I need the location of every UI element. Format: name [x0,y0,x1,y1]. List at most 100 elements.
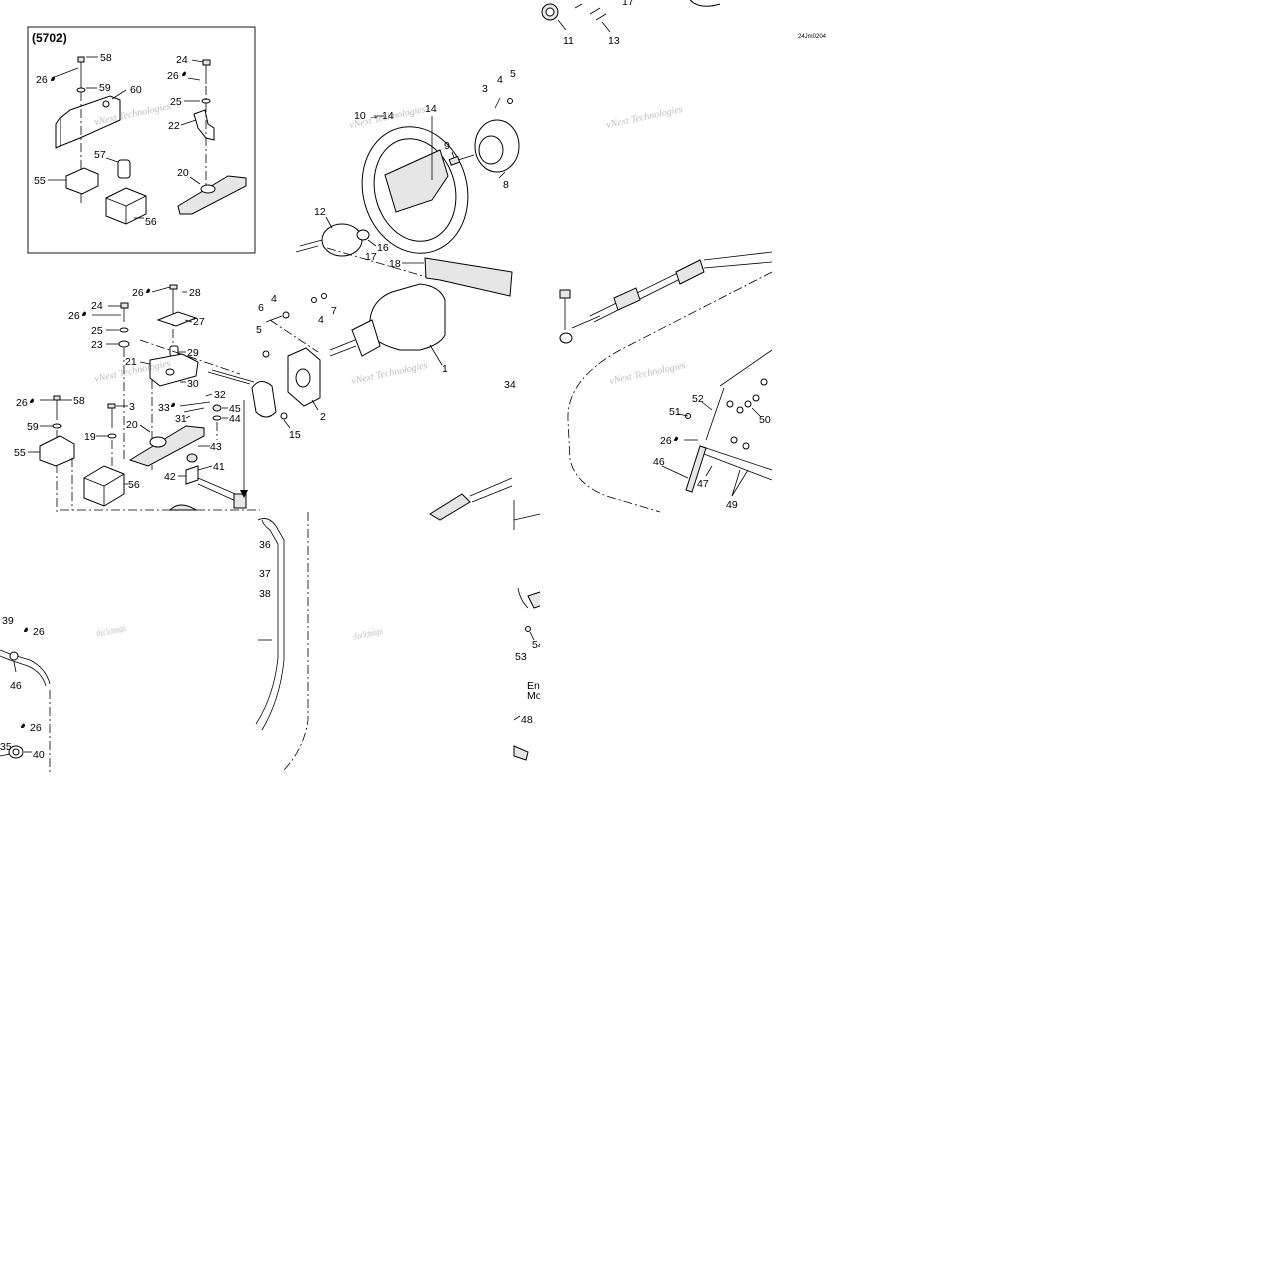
plate-12 [321,223,363,257]
callout-inset-25: 25 [170,96,182,108]
washer-16 [356,229,370,241]
callout-inset-58: 58 [100,52,112,64]
collar [251,381,277,418]
callout-43: 43 [210,441,222,453]
callout-45: 45 [229,403,241,415]
callout-49: 49 [726,499,738,511]
callout-11: 11 [563,35,574,47]
inset-panel: (5702) [27,26,256,254]
grease-icon [21,723,25,728]
callout-4-c: 4 [318,314,324,326]
callout-inset-60: 60 [130,84,142,96]
callout-38: 38 [259,588,271,600]
watermark: vNext Technologies [95,623,127,640]
callout-5-b: 5 [256,324,262,336]
callout-26-f: 26 [660,435,672,447]
callout-44: 44 [229,413,241,425]
callout-50: 50 [759,414,771,426]
callout-inset-56: 56 [145,216,157,228]
callout-12: 12 [314,206,326,218]
callout-40: 40 [33,749,45,761]
steering-wheel-group: 10 → 14 14 9 8 3 4 5 12 16 17 18 [295,68,520,297]
callout-inset-57: 57 [94,149,106,161]
spacer-57 [117,159,131,179]
bracket-22 [193,109,215,141]
callout-inset-20: 20 [177,167,189,179]
plate-27 [156,311,198,327]
callout-42: 42 [164,471,176,483]
bracket-60-flange [55,117,61,149]
clip-55-main [39,435,75,467]
watermark: vNext Technologies [608,360,686,387]
cable-routing-group: 36 37 38 39 26 46 26 35 40 [0,512,309,773]
callout-56: 56 [128,479,140,491]
callout-16: 16 [377,242,389,254]
callout-9: 9 [444,140,450,152]
boot-group: 34 [429,379,516,530]
callout-17: 17 [365,251,377,263]
bracket-21 [149,353,199,387]
callout-21: 21 [125,356,137,368]
callout-41: 41 [213,461,225,473]
callout-46-a: 46 [10,680,22,692]
callout-20: 20 [126,419,138,431]
callout-13: 13 [608,35,620,47]
callout-26-b: 26 [68,310,80,322]
callout-4-b: 4 [271,293,277,305]
rubber-boot [429,493,471,521]
callout-inset-26a: 26 [36,74,48,86]
callout-15: 15 [289,429,301,441]
grease-icon [24,627,28,632]
left-mount-group: 26 28 24 26 27 25 23 21 29 30 33 32 31 4… [14,284,260,512]
callout-53: 53 [515,651,527,663]
callout-8: 8 [503,179,509,191]
steering-cable [257,518,285,731]
callout-3: 3 [482,83,488,95]
callout-19: 19 [84,431,96,443]
callout-59: 59 [27,421,39,433]
callout-25: 25 [91,325,103,337]
watermark: vNext Technologies [605,104,683,131]
callout-55: 55 [14,447,26,459]
callout-34: 34 [504,379,516,391]
bracket-60 [59,95,121,147]
callout-58: 58 [73,395,85,407]
grease-icon [82,311,86,316]
callout-5: 5 [510,68,516,80]
grease-icon [674,436,678,441]
callout-2: 2 [320,411,326,423]
callout-52: 52 [692,393,704,405]
steering-column-group: 1 2 15 6 4 4 7 5 [251,283,448,441]
callout-35: 35 [0,741,12,753]
callout-14: 14 [425,103,437,115]
callout-inset-24: 24 [176,54,188,66]
column-cover-1 [369,283,446,351]
bracket-18 [424,257,513,297]
callout-39: 39 [2,615,14,627]
grease-icon [171,402,175,407]
callout-3-b: 3 [129,401,135,413]
callout-1: 1 [442,363,448,375]
callout-31: 31 [175,413,187,425]
callout-51: 51 [669,406,681,418]
grease-icon [51,76,55,81]
mount-20-main [128,425,205,467]
grease-icon [30,398,34,403]
callout-47: 47 [697,478,709,490]
callout-inset-59: 59 [99,82,111,94]
drawing-code: 24Jm0204 [798,34,827,40]
callout-26-d: 26 [33,626,45,638]
callout-18: 18 [389,258,401,270]
callout-24: 24 [91,300,103,312]
watermark: vNext Technologies [350,360,428,387]
callout-inset-22: 22 [168,120,180,132]
grease-icon [182,71,186,76]
callout-32: 32 [214,389,226,401]
callout-17-top: 17 [622,0,634,8]
inset-title: (5702) [32,31,67,45]
callout-37: 37 [259,568,271,580]
callout-10-14: 10 → 14 [354,110,394,122]
watermark: vNext Technologies [352,626,384,643]
callout-30: 30 [187,378,199,390]
